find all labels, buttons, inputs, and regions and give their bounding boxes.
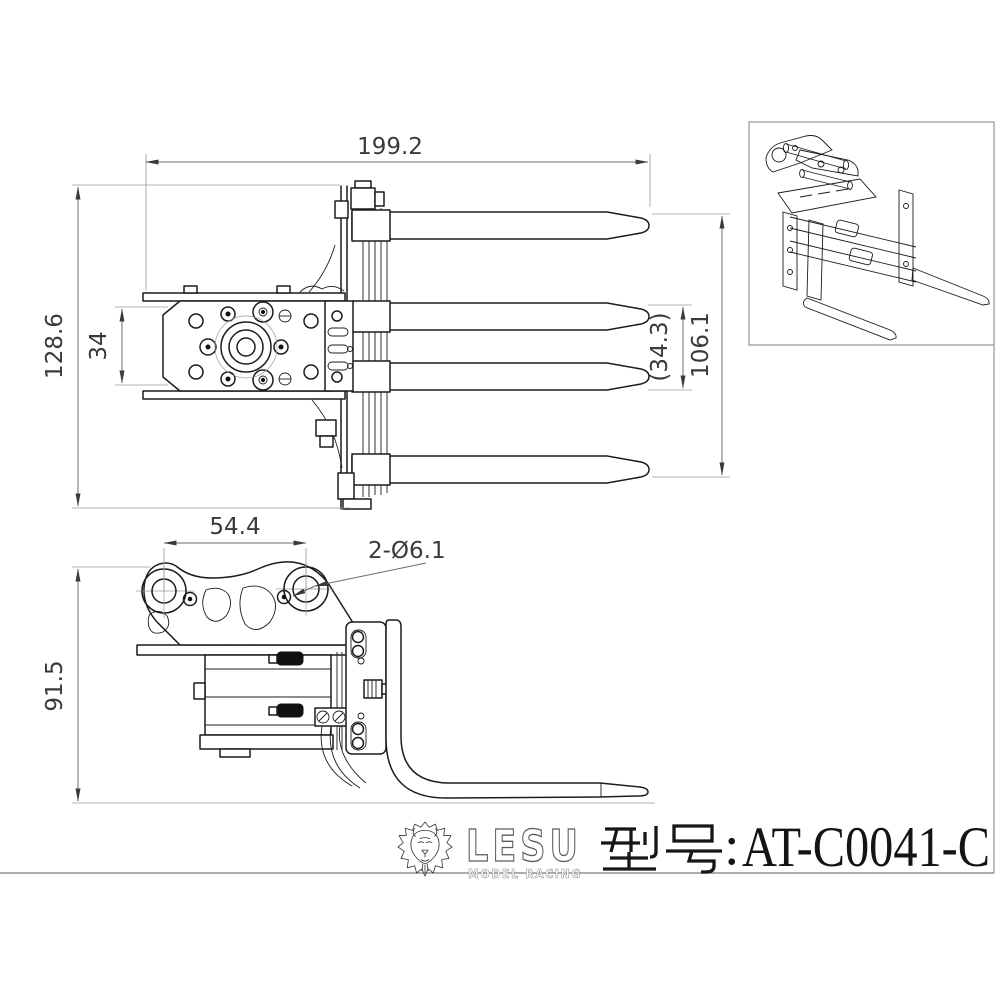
- fork-tine: [351, 362, 650, 391]
- rotation-hub: [214, 315, 278, 379]
- brand-wordmark: LESU: [466, 821, 582, 872]
- drive-motor: [193, 651, 343, 758]
- coupler-bracket-plate: [136, 561, 358, 646]
- model-separator: :: [724, 815, 740, 877]
- wiring: [314, 707, 367, 789]
- motor-terminal: [276, 651, 304, 666]
- dim-hole-diameter-leader: 2-Ø6.1: [292, 538, 446, 597]
- dim-fork-span: 106.1: [652, 213, 730, 478]
- model-number: AT-C0041-C: [742, 816, 990, 879]
- tine-clamp: [351, 360, 391, 393]
- dim-label-199-2: 199.2: [357, 134, 423, 160]
- small-hole-left: [182, 591, 198, 607]
- carriage-plate-side: [345, 621, 389, 755]
- carriage-hardware: [299, 180, 385, 510]
- plate-rail-bottom: [142, 390, 346, 400]
- dim-height: 91.5: [42, 566, 655, 804]
- lion-head-icon: [397, 821, 453, 877]
- lightening-cutout: [202, 587, 231, 622]
- fork-tine: [351, 302, 650, 331]
- motor-terminal: [276, 703, 304, 718]
- dim-label-91-5: 91.5: [42, 660, 68, 711]
- iso-sketch: [765, 135, 990, 341]
- cable: [338, 725, 367, 784]
- cable: [320, 725, 353, 787]
- top-view: 199.2 128.6 34 (34.3) 106.1: [42, 134, 730, 510]
- plate-rail-top: [142, 292, 346, 302]
- dim-label-106-1: 106.1: [688, 312, 714, 378]
- dim-label-2-d6-1: 2-Ø6.1: [368, 538, 446, 564]
- mount-base-plate: [136, 644, 353, 656]
- small-hole-right: [276, 589, 292, 605]
- dim-plate-width: 34: [86, 306, 168, 386]
- fork-tine: [351, 455, 650, 484]
- rotator-plate: [142, 285, 354, 400]
- terminal-block: [314, 707, 350, 727]
- dim-overall-height: 128.6: [42, 184, 350, 509]
- dim-label-128-6: 128.6: [42, 313, 68, 379]
- tine-clamp: [351, 209, 391, 242]
- brand-tagline: MODEL RACING: [468, 866, 582, 881]
- model-field-label-cjk: [601, 824, 722, 874]
- cable: [329, 725, 361, 789]
- lightening-cutout: [239, 585, 276, 630]
- dim-label-34: 34: [86, 331, 112, 360]
- fork-tine: [351, 211, 650, 240]
- dim-label-34-3: (34.3): [647, 312, 673, 381]
- lightening-cutout: [147, 611, 170, 634]
- dim-overall-width: 199.2: [145, 134, 651, 291]
- tine-clamp: [351, 453, 391, 486]
- iso-3d-preview: [748, 121, 995, 346]
- dim-inner-fork-gap: (34.3): [647, 304, 692, 391]
- plate-holes: [188, 301, 319, 391]
- carriage-rails: [340, 185, 388, 510]
- title-block: LESU MODEL RACING : AT-C0041-C: [0, 345, 995, 881]
- fork-tines-top: [351, 209, 650, 486]
- fork-profile: [385, 619, 649, 799]
- dim-hole-spacing: 54.4: [163, 514, 307, 618]
- dim-label-54-4: 54.4: [209, 514, 260, 540]
- tine-clamp: [351, 300, 391, 333]
- preview-box: [748, 121, 995, 346]
- side-view: 54.4 91.5 2-Ø6.1: [42, 514, 655, 804]
